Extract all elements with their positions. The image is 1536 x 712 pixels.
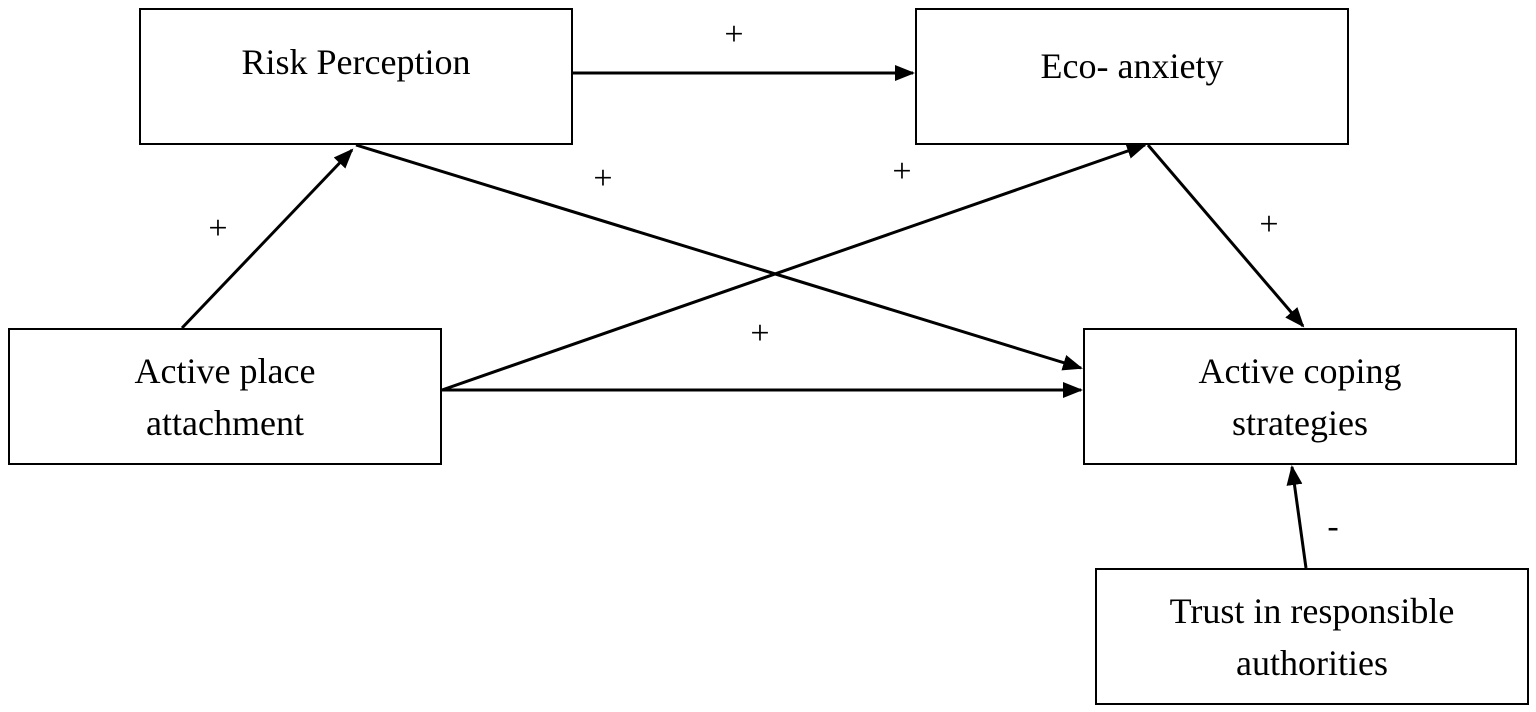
arrow-eco-to-coping	[1146, 144, 1305, 328]
edge-sign-risk-coping: +	[593, 160, 613, 197]
node-label-line: Active place	[134, 350, 316, 391]
node-active-place-attachment: Active place attachment	[8, 328, 442, 465]
node-label-line: Trust in responsible	[1169, 590, 1455, 631]
node-label-line: Active coping	[1198, 350, 1402, 391]
arrow-place-to-eco	[441, 143, 1147, 392]
node-risk-perception: Risk Perception	[139, 8, 573, 145]
edge-sign-place-coping: +	[750, 315, 770, 352]
node-eco-anxiety: Eco- anxiety	[915, 8, 1349, 145]
node-label-line: Risk Perception	[241, 42, 471, 82]
arrow-risk-to-coping	[355, 143, 1083, 371]
node-label-line: Eco- anxiety	[1040, 46, 1224, 86]
node-active-coping-strategies: Active coping strategies	[1083, 328, 1517, 465]
arrow-trust-to-coping	[1286, 465, 1308, 569]
edge-sign-place-risk: +	[208, 210, 228, 247]
node-trust-in-authorities: Trust in responsible authorities	[1095, 568, 1529, 705]
node-label-line: attachment	[146, 402, 304, 443]
edge-sign-trust-coping: -	[1327, 508, 1339, 545]
edge-sign-place-eco: +	[892, 153, 912, 190]
node-label-line: authorities	[1236, 642, 1388, 683]
node-label-line: strategies	[1232, 402, 1368, 443]
edge-sign-eco-coping: +	[1259, 206, 1279, 243]
edge-sign-risk-eco: +	[724, 16, 744, 53]
arrow-place-to-risk	[180, 148, 354, 330]
